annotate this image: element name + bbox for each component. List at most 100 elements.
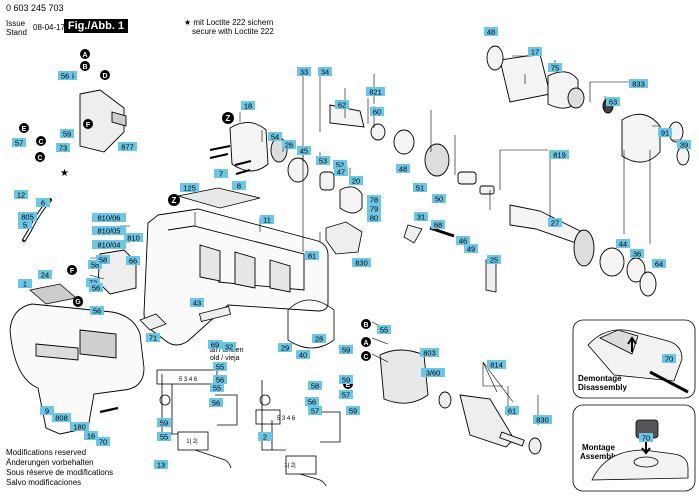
tag-box: [367, 213, 381, 222]
tag-number: 830: [536, 416, 549, 425]
part-number-tag: 58: [88, 260, 102, 270]
star-icon: ★: [60, 168, 69, 179]
tag-box: [241, 101, 255, 110]
tag-number: 57: [342, 391, 350, 400]
tag-box: [146, 333, 160, 342]
part-number-tag: 814: [487, 360, 506, 370]
letter-marker-circle: [361, 351, 371, 361]
tag-box: [268, 132, 282, 141]
part-number-tag: 44: [616, 239, 630, 249]
part-number-tag: 8: [232, 181, 246, 191]
part-number-tag: 9: [40, 406, 54, 416]
tag-box: [606, 97, 620, 106]
tag-box: [528, 47, 542, 56]
part-number-tag: 12: [14, 190, 28, 200]
tag-number: 46: [459, 237, 467, 246]
part-number-tag: 20: [349, 176, 363, 186]
tag-box: [56, 143, 70, 152]
tag-box: [349, 176, 363, 185]
letter-marker-label: G: [75, 299, 81, 306]
letter-marker-label: A: [363, 340, 368, 347]
tag-number: 43: [193, 299, 201, 308]
part-number-tag: 70: [639, 433, 653, 443]
letter-marker-label: B: [363, 322, 368, 329]
tag-number: 58: [99, 256, 107, 265]
tag-number: 59: [342, 376, 350, 385]
letter-marker-circle: [80, 61, 90, 71]
tag-number: 69: [211, 341, 219, 350]
tag-box: [312, 334, 326, 343]
spindle-assembly: [329, 104, 657, 297]
part-number-tag: 58: [308, 381, 322, 391]
tag-box: [308, 381, 322, 390]
tag-number: 803: [423, 349, 436, 358]
tag-box: [456, 236, 470, 245]
wiring-diagram-right: [255, 380, 341, 487]
tag-number: 55: [216, 363, 224, 372]
part-number-tag: 55: [213, 362, 227, 372]
tag-number: 70: [665, 355, 673, 364]
tag-box: [396, 164, 410, 173]
part-number-tag: 48: [484, 27, 498, 37]
tag-box: [639, 433, 653, 442]
part-number-tag: 36: [630, 249, 644, 259]
tag-number: 55: [213, 384, 221, 393]
assembly-inset: [572, 404, 696, 492]
tag-box: [12, 138, 26, 147]
part-number-tag: 56: [213, 375, 227, 385]
letter-marker-label: F: [70, 268, 75, 275]
tag-number: 52: [336, 161, 344, 170]
letter-marker-circle: [361, 337, 371, 347]
tag-number: 70: [99, 438, 107, 447]
tag-box: [258, 432, 272, 441]
tag-number: 180: [73, 423, 86, 432]
part-number-tag: 55: [157, 432, 171, 442]
tag-box: [190, 298, 204, 307]
tag-box: [318, 67, 332, 76]
tag-number: 29: [281, 344, 289, 353]
part-number-tag: 1: [18, 279, 32, 289]
tag-number: 59: [160, 419, 168, 428]
part-number-tag: 819: [550, 150, 569, 160]
figure-label: Fig./Abb. 1: [64, 19, 128, 33]
letter-marker-circle: [67, 265, 77, 275]
tag-box: [414, 212, 428, 221]
footer-line: Sous réserve de modifications: [6, 468, 114, 477]
letter-marker-label: B: [82, 64, 87, 71]
part-number-tag: 39: [677, 140, 691, 150]
tag-box: [282, 140, 296, 149]
tag-number: 26: [285, 141, 293, 150]
brush-holder-877: [79, 89, 127, 153]
tag-number: 57: [311, 407, 319, 416]
tag-number: 28: [315, 335, 323, 344]
tag-box: [14, 190, 28, 199]
tag-box: [297, 146, 311, 155]
part-number-tag: 52: [333, 160, 347, 170]
footer-notes: Modifications reserved Änderungen vorbeh…: [6, 448, 113, 488]
tag-number: 48: [487, 28, 495, 37]
tag-box: [487, 360, 506, 369]
letter-marker-circle: [35, 152, 45, 162]
tag-number: 56: [308, 398, 316, 407]
tag-box: [367, 204, 381, 213]
tag-number: 64: [655, 260, 663, 269]
tag-number: 830: [355, 259, 368, 268]
part-number-tag: 61: [505, 406, 519, 416]
tag-number: 48: [399, 165, 407, 174]
part-number-tag: 62: [335, 100, 349, 110]
tag-box: [209, 398, 223, 407]
part-number-tag: 69: [208, 340, 222, 350]
tag-box: [18, 279, 32, 288]
part-number-tag: 55: [210, 383, 224, 393]
letter-marker-circle: [73, 296, 83, 306]
tag-number: 62: [338, 101, 346, 110]
part-number-tag: 2: [258, 432, 272, 442]
part-number-tag: 73: [56, 143, 70, 153]
tag-box: [40, 406, 54, 415]
tag-box: [222, 342, 236, 351]
tag-box: [616, 239, 630, 248]
tag-number: 44: [619, 240, 627, 249]
part-number-tag: 75: [548, 63, 562, 73]
part-number-tag: 833: [629, 79, 648, 89]
